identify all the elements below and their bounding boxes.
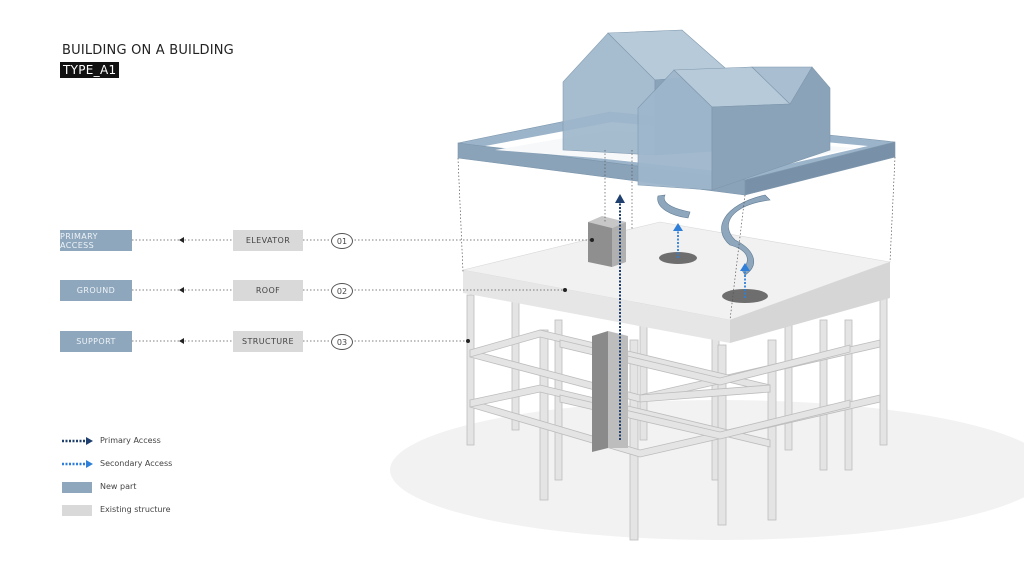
- legend-new-part-label: New part: [100, 482, 137, 491]
- primary-access-arrow: [615, 194, 625, 440]
- legend-primary-access-icon: [62, 437, 93, 445]
- legend-new-part-swatch: [62, 482, 92, 493]
- callout-number-02: 02: [331, 283, 353, 299]
- callout-component-structure: STRUCTURE: [233, 331, 303, 352]
- elevator-head: [588, 216, 626, 267]
- callout-component-roof: ROOF: [233, 280, 303, 301]
- elevator-core: [592, 331, 628, 452]
- existing-structure-frame: [466, 294, 888, 541]
- callout-category-ground: GROUND: [60, 280, 132, 301]
- secondary-access-arrow-2: [740, 263, 750, 298]
- legend-secondary-access-label: Secondary Access: [100, 459, 173, 468]
- roof-slab: [462, 221, 892, 343]
- diagram-subtitle: TYPE_A1: [60, 62, 120, 78]
- legend-primary-access-label: Primary Access: [100, 436, 161, 445]
- callout-component-elevator: ELEVATOR: [233, 230, 303, 251]
- secondary-access-arrow-1: [673, 223, 683, 258]
- new-part-houses: [562, 29, 831, 191]
- legend-existing-structure-swatch: [62, 505, 92, 516]
- legend-secondary-access-icon: [62, 460, 93, 468]
- diagram-title: BUILDING ON A BUILDING: [62, 43, 234, 58]
- leader-dots: [179, 237, 594, 344]
- legend-existing-structure-label: Existing structure: [100, 505, 171, 514]
- callout-number-01: 01: [331, 233, 353, 249]
- callout-number-03: 03: [331, 334, 353, 350]
- callout-category-support: SUPPORT: [60, 331, 132, 352]
- callout-category-primary-access: PRIMARY ACCESS: [60, 230, 132, 251]
- ground-shadow: [390, 400, 1024, 540]
